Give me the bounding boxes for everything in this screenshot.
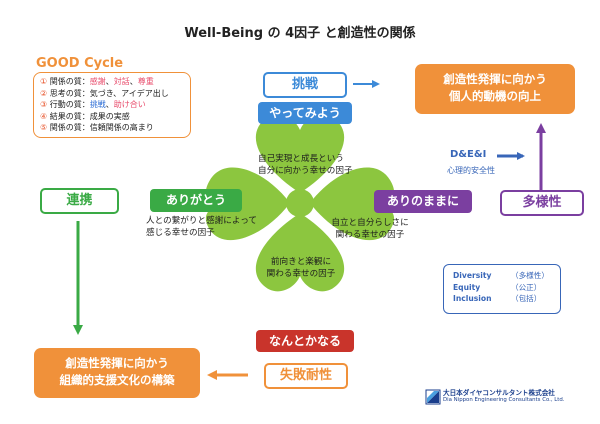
factor-yattemiyou-desc: 自己実現と成長という 自分に向かう幸せの因子 [258, 154, 353, 176]
good-cycle-row: ② 思考の質：気づき、アイデア出し [40, 88, 190, 100]
goal-line: 組織的支援文化の構築 [59, 373, 175, 387]
good-cycle-prefix: 行動の質： [49, 100, 90, 110]
factor-arinomama-label: ありのままに [374, 190, 472, 213]
good-cycle-term: 尊重 [137, 77, 154, 86]
good-cycle-heading: GOOD Cycle [36, 56, 124, 71]
good-cycle-prefix: 関係の質： [49, 123, 90, 133]
good-cycle-term: 挑戦 [89, 100, 106, 110]
diversity-box: 多様性 [500, 190, 584, 216]
company-name: 大日本ダイヤコンサルタント株式会社 Dia Nippon Engineering… [443, 389, 565, 404]
collaboration-box: 連携 [40, 188, 119, 214]
good-cycle-number: ② [40, 88, 50, 98]
good-cycle-term: 対話 [113, 77, 130, 86]
good-cycle-term: 、 [105, 100, 114, 110]
challenge-box: 挑戦 [263, 72, 347, 98]
good-cycle-number: ⑤ [40, 123, 50, 133]
diversity-definition-row: Diversity （多様性） [453, 270, 560, 282]
leaf-top [255, 114, 345, 193]
factor-arigatou-desc: 人との繋がりと感謝によって 感じる幸せの因子 [146, 216, 257, 238]
factor-arinomama-desc: 自立と自分らしさに 関わる幸せの因子 [331, 218, 409, 240]
good-cycle-row: ③ 行動の質：挑戦、助け合い [40, 99, 190, 111]
leaf-left [205, 167, 290, 241]
good-cycle-row: ① 関係の質：感謝、対話、尊重 [40, 76, 190, 88]
individual-goal-text: 創造性発揮に向かう個人的動機の向上 [415, 71, 575, 105]
factor-nantoka-label: なんとかなる [256, 330, 354, 352]
good-cycle-term: 気づき、アイデア出し [89, 88, 169, 98]
diversity-definition-row: Inclusion （包括） [453, 293, 560, 305]
good-cycle-number: ③ [40, 100, 50, 110]
failure-tolerance-box: 失敗耐性 [264, 363, 348, 389]
factor-nantoka-desc: 前向きと楽観に 関わる幸せの因子 [266, 257, 336, 279]
diversity-meaning: （包括） [511, 294, 542, 303]
good-cycle-term: 助け合い [113, 100, 146, 110]
goal-line: 創造性発揮に向かう [65, 356, 169, 370]
good-cycle-number: ① [40, 77, 50, 86]
org-goal-box: 創造性発揮に向かう組織的支援文化の構築 [34, 348, 200, 398]
individual-goal-box: 創造性発揮に向かう個人的動機の向上 [415, 64, 575, 114]
good-cycle-term: 、 [105, 77, 114, 86]
company-logo-icon [425, 389, 441, 405]
good-cycle-row: ⑤ 関係の質：信頼関係の高まり [40, 122, 190, 134]
leaf-right [310, 167, 395, 241]
leaf-bottom [255, 213, 345, 292]
good-cycle-term: 、 [129, 77, 138, 86]
page-title: Well-Being の 4因子 と創造性の関係 [184, 26, 416, 41]
diversity-meaning: （多様性） [511, 271, 549, 280]
diversity-definition-box: Diversity （多様性） Equity （公正） Inclusion （包括） [443, 264, 561, 314]
clover-icon [205, 114, 395, 292]
factor-yattemiyou-label: やってみよう [258, 102, 352, 124]
diversity-term: Inclusion [453, 294, 492, 303]
good-cycle-prefix: 関係の質： [49, 77, 90, 86]
dei-sub-label: 心理的安全性 [447, 166, 495, 175]
good-cycle-number: ④ [40, 111, 50, 121]
org-goal-text: 創造性発揮に向かう組織的支援文化の構築 [34, 355, 200, 389]
diversity-term: Equity [453, 282, 481, 292]
good-cycle-term: 感謝 [89, 77, 106, 86]
company-name-ja: 大日本ダイヤコンサルタント株式会社 [443, 389, 555, 397]
diversity-meaning: （公正） [511, 282, 542, 292]
company-name-en: Dia Nippon Engineering Consultants Co., … [443, 397, 565, 403]
good-cycle-prefix: 結果の質： [49, 111, 90, 121]
dei-label: D&E&I [450, 149, 487, 160]
diversity-term: Diversity [453, 271, 492, 280]
goal-line: 個人的動機の向上 [449, 89, 541, 103]
goal-line: 創造性発揮に向かう [443, 72, 547, 86]
factor-arigatou-label: ありがとう [150, 189, 242, 212]
good-cycle-prefix: 思考の質： [49, 88, 90, 98]
diversity-definition-row: Equity （公正） [453, 282, 560, 294]
good-cycle-term: 信頼関係の高まり [89, 123, 154, 133]
good-cycle-row: ④ 結果の質：成果の実感 [40, 111, 190, 123]
good-cycle-term: 成果の実感 [89, 111, 130, 121]
